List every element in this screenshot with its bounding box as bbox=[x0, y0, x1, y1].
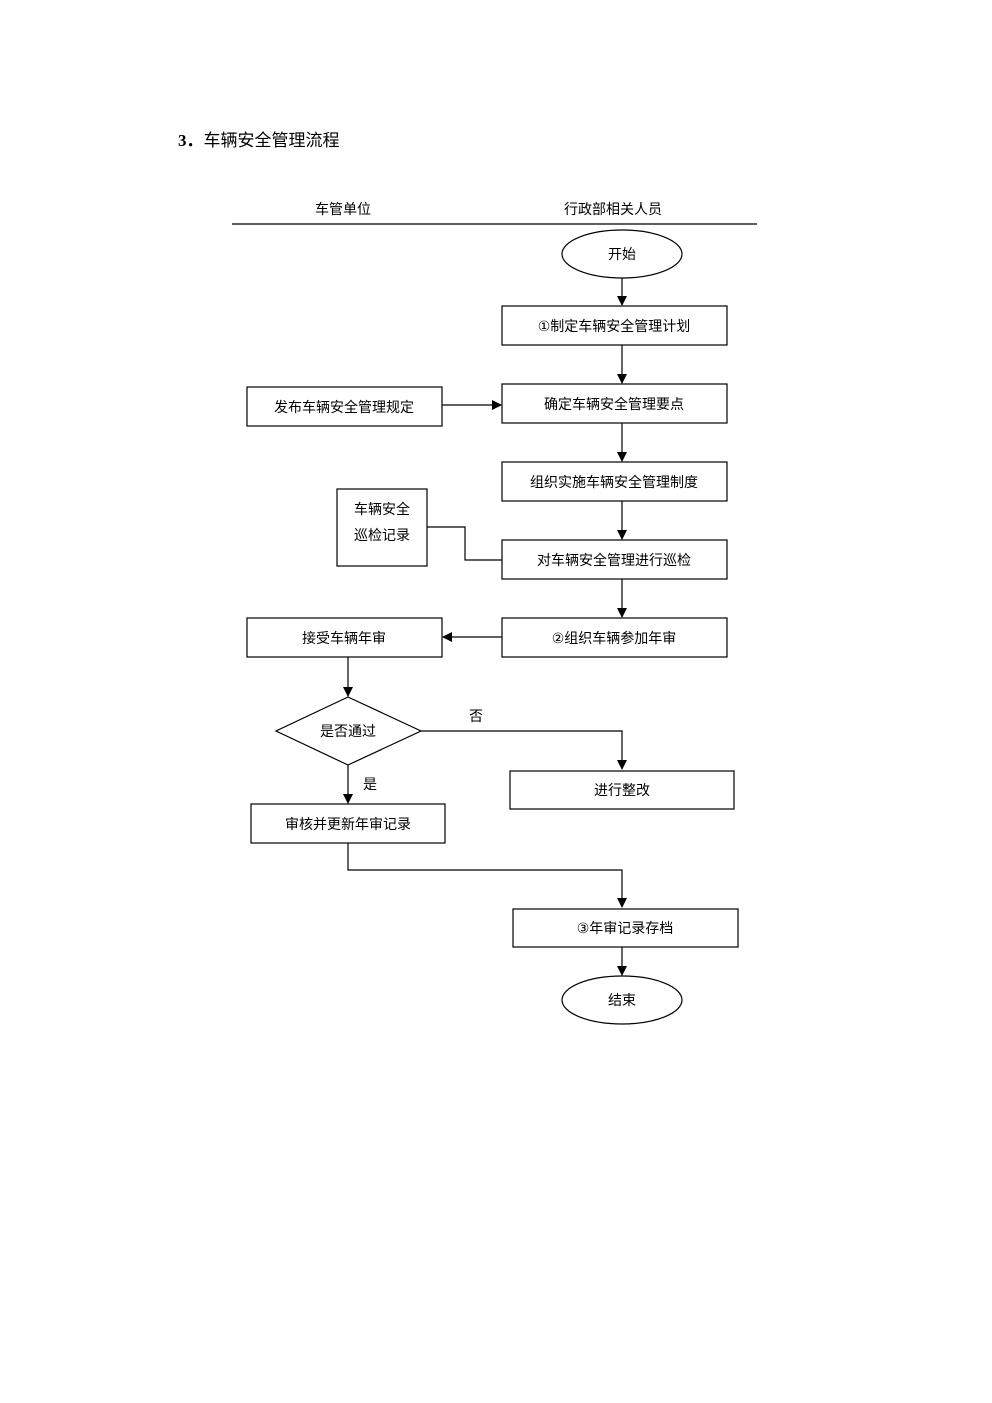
keypoints-node: 确定车辆安全管理要点 bbox=[501, 383, 728, 424]
receive-review-node: 接受车辆年审 bbox=[246, 617, 443, 658]
lane-label-admin-staff: 行政部相关人员 bbox=[564, 202, 662, 218]
keypoints-label: 确定车辆安全管理要点 bbox=[544, 396, 684, 413]
edge-patrol-record bbox=[427, 526, 502, 561]
publish-label: 发布车辆安全管理规定 bbox=[274, 399, 414, 416]
section-title: 车辆安全管理流程 bbox=[203, 131, 340, 151]
start-node: 开始 bbox=[561, 229, 683, 279]
rectify-node: 进行整改 bbox=[509, 770, 735, 810]
section-number: 3． bbox=[178, 131, 204, 150]
edge-label-yes: 是 bbox=[363, 777, 377, 793]
patrol-node: 对车辆安全管理进行巡检 bbox=[501, 539, 728, 580]
section-heading: 3．车辆安全管理流程 bbox=[178, 126, 340, 151]
patrol-record-node: 车辆安全 巡检记录 bbox=[336, 488, 428, 567]
organize-review-label: ②组织车辆参加年审 bbox=[552, 630, 677, 647]
update-record-node: 审核并更新年审记录 bbox=[250, 803, 446, 844]
lane-label-vehicle-unit: 车管单位 bbox=[315, 201, 371, 218]
implement-label: 组织实施车辆安全管理制度 bbox=[530, 474, 698, 491]
archive-label: ③年审记录存档 bbox=[577, 921, 674, 937]
edge-label-no: 否 bbox=[469, 709, 483, 725]
rectify-label: 进行整改 bbox=[594, 783, 650, 799]
patrol-record-label-line1: 车辆安全 bbox=[354, 501, 410, 518]
decision-label: 是否通过 bbox=[320, 724, 376, 740]
plan-node: ①制定车辆安全管理计划 bbox=[501, 305, 728, 346]
edge-update-archive bbox=[347, 843, 627, 908]
implement-node: 组织实施车辆安全管理制度 bbox=[501, 461, 728, 502]
publish-node: 发布车辆安全管理规定 bbox=[246, 386, 443, 427]
update-record-label: 审核并更新年审记录 bbox=[285, 817, 411, 833]
archive-node: ③年审记录存档 bbox=[512, 908, 739, 948]
patrol-record-label-line2: 巡检记录 bbox=[354, 528, 410, 544]
organize-review-node: ②组织车辆参加年审 bbox=[501, 617, 728, 658]
receive-review-label: 接受车辆年审 bbox=[302, 630, 386, 647]
decision-node: 是否通过 bbox=[274, 696, 423, 766]
start-label: 开始 bbox=[608, 247, 636, 263]
plan-label: ①制定车辆安全管理计划 bbox=[538, 318, 691, 335]
patrol-label: 对车辆安全管理进行巡检 bbox=[537, 552, 691, 569]
end-label: 结束 bbox=[608, 993, 636, 1009]
end-node: 结束 bbox=[561, 975, 683, 1025]
edge-decision-no bbox=[421, 730, 627, 770]
